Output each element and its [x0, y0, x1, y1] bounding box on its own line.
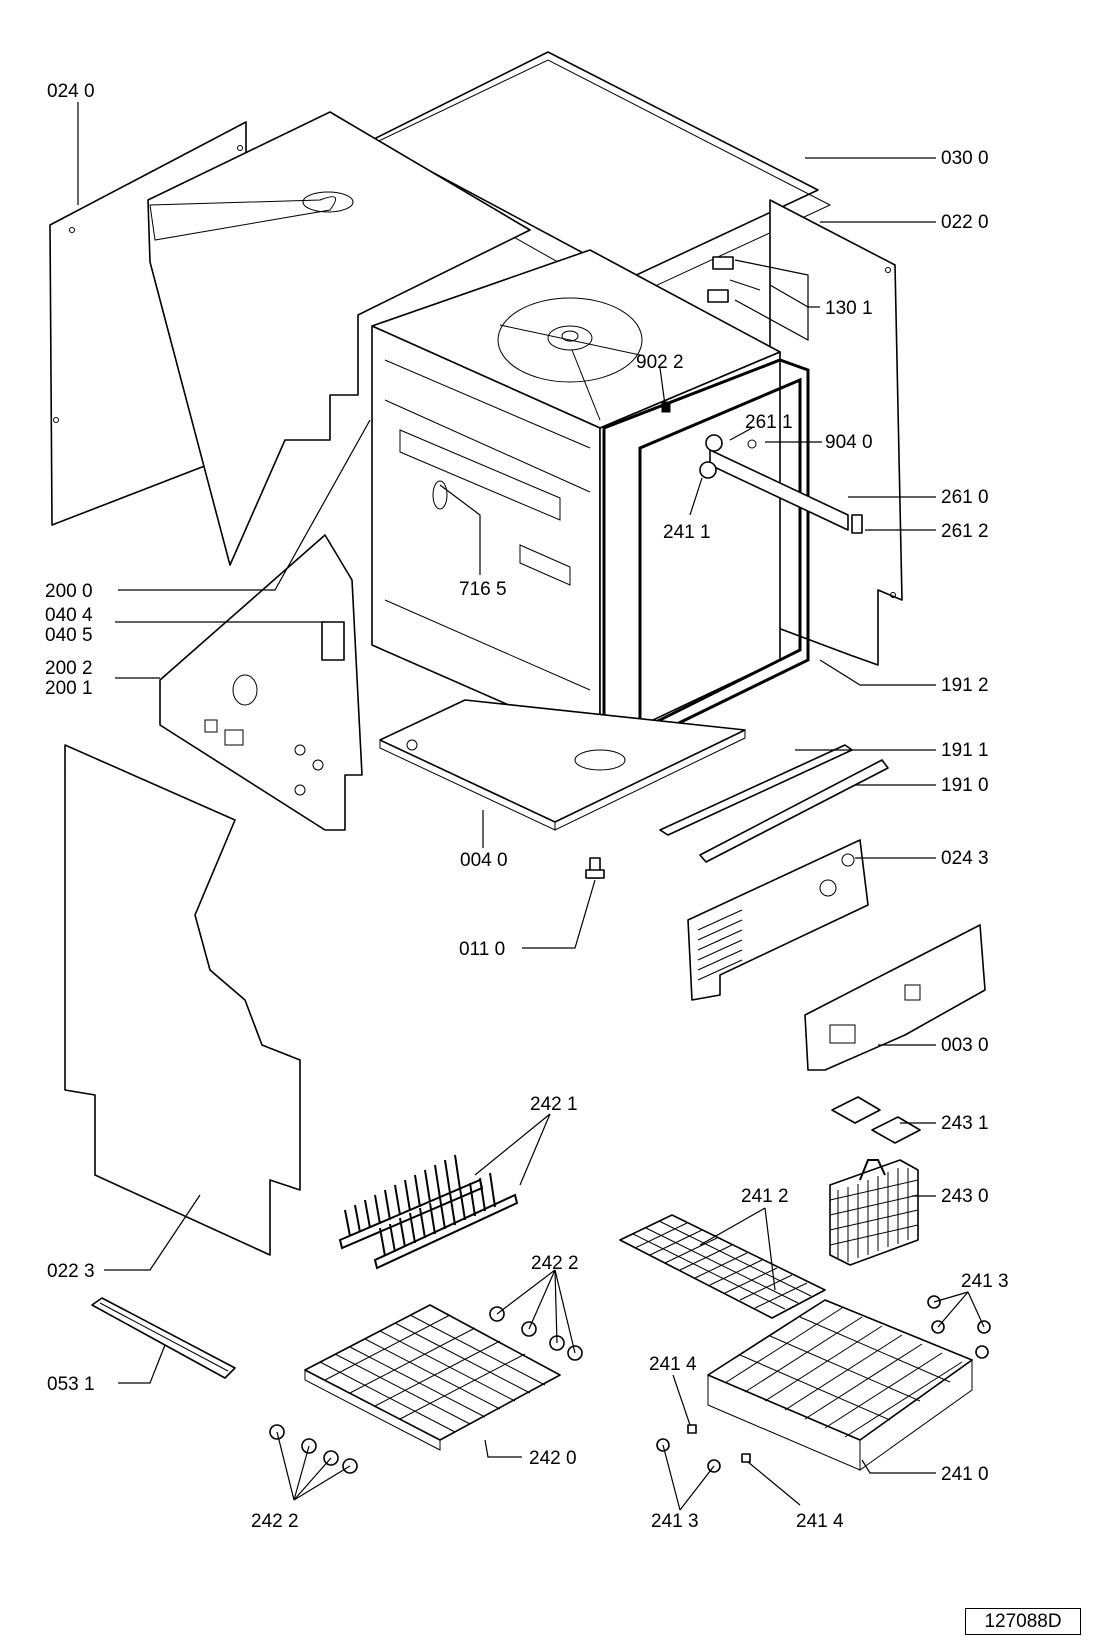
- part-0110-foot: [585, 857, 605, 879]
- label-2430: 243 0: [941, 1186, 989, 1207]
- label-2000: 200 0: [45, 581, 93, 602]
- label-1301: 130 1: [825, 298, 873, 319]
- label-2413-upper: 241 3: [961, 1271, 1009, 1292]
- label-9040: 904 0: [825, 432, 873, 453]
- label-0110: 011 0: [459, 939, 505, 960]
- label-2414-upper: 241 4: [649, 1354, 697, 1375]
- label-2421: 242 1: [530, 1094, 578, 1115]
- part-2002-side-frame: [159, 534, 363, 831]
- label-2414-lower: 241 4: [796, 1511, 844, 1532]
- label-2422-lower: 242 2: [251, 1511, 299, 1532]
- part-2430-cutlery-basket: [829, 1159, 919, 1266]
- part-0040-base: [379, 699, 746, 831]
- label-2611: 261 1: [745, 412, 793, 433]
- part-0030-plate: [804, 924, 986, 1071]
- part-0531-strip: [91, 1297, 236, 1379]
- part-0223-front-panel: [64, 744, 301, 1256]
- label-2422-upper: 242 2: [531, 1253, 579, 1274]
- label-0220: 022 0: [941, 212, 989, 233]
- part-2610-rail: [661, 256, 863, 534]
- label-0405: 040 5: [45, 625, 93, 646]
- label-0240: 024 0: [47, 81, 95, 102]
- part-0220-right-panel: [769, 199, 903, 666]
- label-1910: 191 0: [941, 775, 989, 796]
- part-0243-bracket: [687, 839, 869, 1001]
- leader-lines: [77, 102, 985, 1511]
- label-2412: 241 2: [741, 1186, 789, 1207]
- part-2000-insulation: [147, 111, 531, 566]
- label-1911: 191 1: [941, 740, 989, 761]
- label-0040: 004 0: [460, 850, 508, 871]
- label-0243: 024 3: [941, 848, 989, 869]
- part-2431-small-racks: [831, 1096, 921, 1144]
- label-1912: 191 2: [941, 675, 989, 696]
- label-2610: 261 0: [941, 487, 989, 508]
- label-0223: 022 3: [47, 1261, 95, 1282]
- part-tub: [371, 249, 781, 746]
- label-7165: 716 5: [459, 579, 507, 600]
- label-0404: 040 4: [45, 605, 93, 626]
- part-labels: 024 0 030 0 022 0 130 1 902 2 261 1 904 …: [45, 81, 1009, 1532]
- label-2420: 242 0: [529, 1448, 577, 1469]
- label-2001: 200 1: [45, 678, 93, 699]
- part-2410-upper-rack: [707, 1299, 973, 1471]
- figure-number-box: 127088D: [965, 1608, 1081, 1635]
- label-2002: 200 2: [45, 658, 93, 679]
- part-0300-top-cover: [358, 51, 832, 301]
- label-0300: 030 0: [941, 148, 989, 169]
- part-2412-rack-grid: [619, 1214, 826, 1319]
- part-2421-tine-rows: [338, 1154, 519, 1270]
- label-0030: 003 0: [941, 1035, 989, 1056]
- label-2410: 241 0: [941, 1464, 989, 1485]
- label-2612: 261 2: [941, 521, 989, 542]
- label-2431: 243 1: [941, 1113, 989, 1134]
- part-2420-lower-rack: [304, 1304, 561, 1451]
- label-0531: 053 1: [47, 1374, 95, 1395]
- part-1911-1910-rails: [659, 744, 889, 863]
- label-2411-upper: 241 1: [663, 522, 711, 543]
- label-2413-lower: 241 3: [651, 1511, 699, 1532]
- label-9022: 902 2: [636, 352, 684, 373]
